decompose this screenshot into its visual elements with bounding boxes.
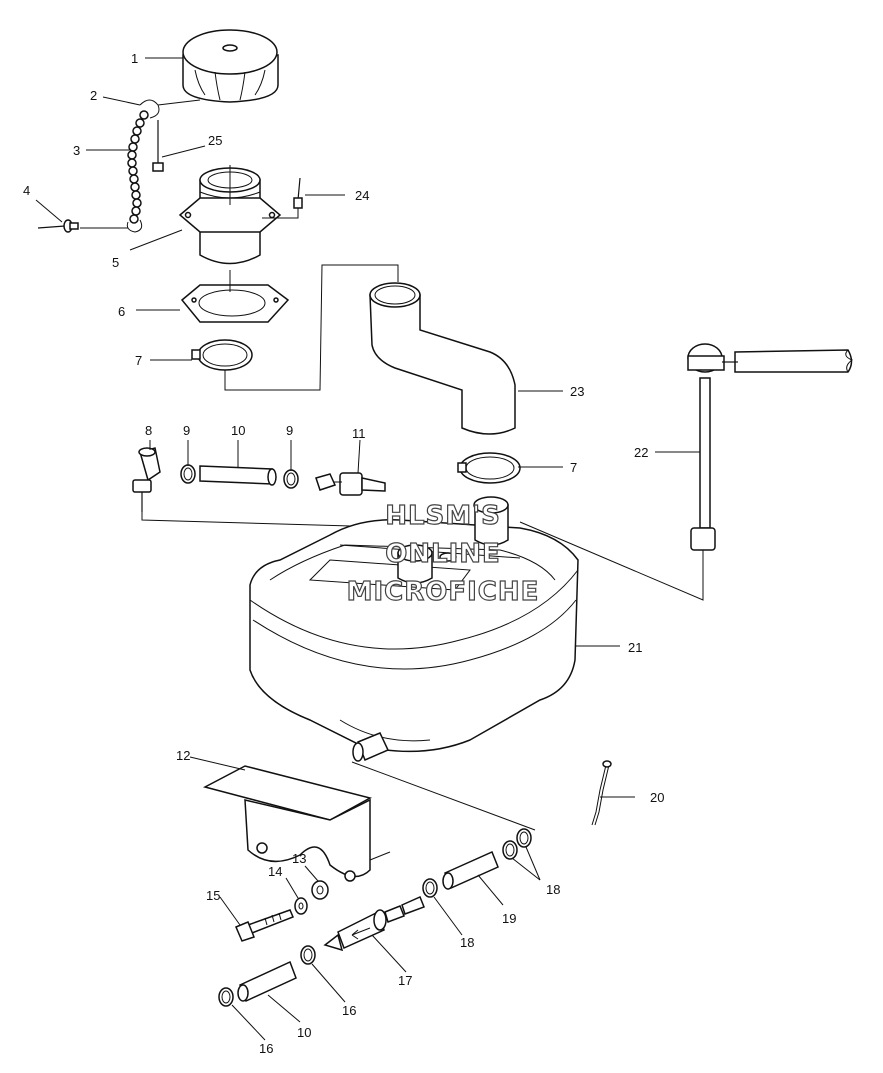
rivet (37, 219, 79, 233)
callout-24: 24 (355, 188, 369, 203)
callout-7-upper: 7 (135, 353, 142, 368)
callout-9-right: 9 (286, 423, 293, 438)
callout-16-lower: 16 (259, 1041, 273, 1056)
filler-neck (178, 165, 282, 265)
chain-assembly (126, 99, 201, 233)
washer-13 (311, 880, 329, 900)
clamp-9-right (283, 469, 299, 489)
vent-fitting (262, 177, 303, 219)
clamp-16-lower (218, 987, 234, 1007)
callout-labels: 1 2 3 4 25 24 5 6 7 23 7 22 8 9 10 9 11 … (23, 51, 664, 1056)
screw-25 (152, 120, 164, 172)
vent-routing-line (141, 512, 421, 529)
callout-19: 19 (502, 911, 516, 926)
outlet-routing-line (351, 761, 536, 831)
callout-22: 22 (634, 445, 648, 460)
callout-3: 3 (73, 143, 80, 158)
callout-6: 6 (118, 304, 125, 319)
watermark-line-3: MICROFICHE (347, 577, 540, 607)
callout-1: 1 (131, 51, 138, 66)
callout-15: 15 (206, 888, 220, 903)
elbow-fitting (132, 447, 161, 512)
fuel-filter (323, 895, 425, 952)
clamp-16-upper (300, 945, 316, 965)
watermark-line-1: HLSM'S (385, 501, 501, 531)
hose-routing-line (224, 264, 399, 391)
callout-2: 2 (90, 88, 97, 103)
callout-25: 25 (208, 133, 222, 148)
gasket (180, 270, 290, 323)
callout-9-left: 9 (183, 423, 190, 438)
fill-hose (369, 282, 516, 435)
clamp-18-right-a (502, 840, 518, 860)
bolt-15 (235, 909, 294, 942)
callout-23: 23 (570, 384, 584, 399)
callout-13: 13 (292, 851, 306, 866)
callout-5: 5 (112, 255, 119, 270)
callout-7-lower: 7 (570, 460, 577, 475)
hose-clamp-upper (191, 339, 253, 371)
callout-4: 4 (23, 183, 30, 198)
fuel-tank (249, 496, 579, 762)
callout-12: 12 (176, 748, 190, 763)
callout-21: 21 (628, 640, 642, 655)
hose-clamp-lower (457, 452, 521, 484)
clamp-9-left (180, 464, 196, 484)
callout-10-upper: 10 (231, 423, 245, 438)
hose-19 (442, 850, 499, 890)
callout-16-upper: 16 (342, 1003, 356, 1018)
hose-10-upper (199, 465, 277, 486)
leader-lines (35, 57, 700, 1041)
callout-11: 11 (352, 426, 366, 441)
mounting-bracket (202, 765, 391, 882)
clamp-18-right-b (516, 828, 532, 848)
watermark: HLSM'S ONLINE MICROFICHE (346, 500, 540, 607)
bead-chain (127, 110, 149, 224)
tie-strap (591, 760, 612, 826)
callout-18-right: 18 (546, 882, 560, 897)
fuel-cap (182, 29, 279, 103)
sender-routing-line (519, 521, 704, 601)
washer-14 (294, 897, 308, 915)
callout-8: 8 (145, 423, 152, 438)
callout-14: 14 (268, 864, 282, 879)
check-valve-11 (315, 472, 386, 496)
watermark-line-2: ONLINE (385, 539, 501, 569)
callout-18-center: 18 (460, 935, 474, 950)
clamp-18-center (422, 878, 438, 898)
callout-17: 17 (398, 973, 412, 988)
fuel-gauge-sender (687, 343, 854, 551)
callout-10-lower: 10 (297, 1025, 311, 1040)
hose-10-lower (237, 960, 297, 1003)
callout-20: 20 (650, 790, 664, 805)
